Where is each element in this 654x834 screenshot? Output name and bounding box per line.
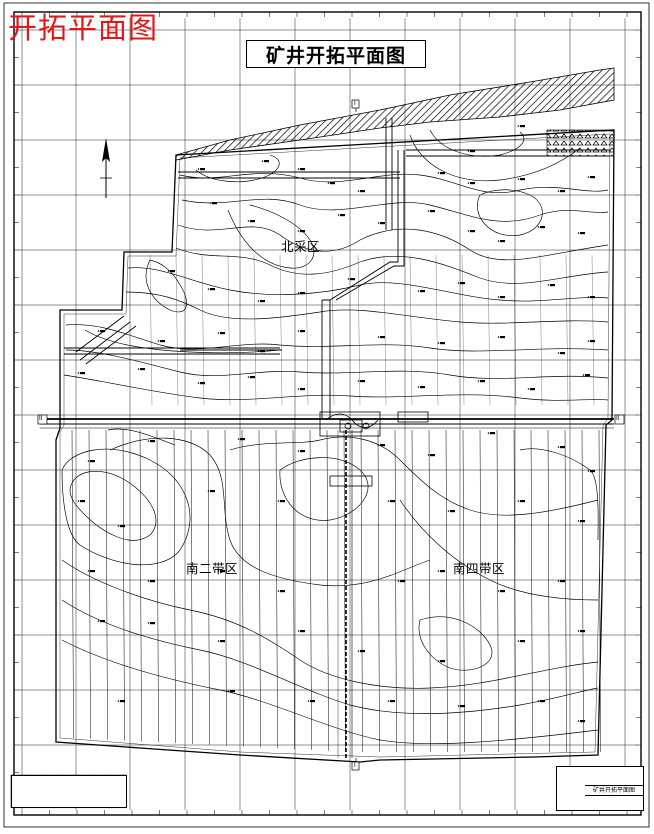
hatched-terrain xyxy=(175,67,615,161)
map-title: 矿井开拓平面图 xyxy=(246,40,426,68)
outer-frame xyxy=(3,2,650,828)
page-title: 开拓平面图 xyxy=(8,11,159,45)
section-markers xyxy=(37,99,625,771)
inner-frame xyxy=(13,11,642,816)
elevation-points xyxy=(77,125,595,723)
shaft-yard xyxy=(319,411,429,487)
zone-label-south-four: 南四带区 xyxy=(453,561,506,576)
section-mark-top: I xyxy=(354,100,356,107)
survey-hash-lines xyxy=(71,254,601,753)
north-workings xyxy=(64,118,610,418)
legend-box xyxy=(11,775,127,808)
mine-boundary xyxy=(55,129,615,763)
zone-label-south-two: 南二带区 xyxy=(186,561,239,576)
north-arrow-icon xyxy=(100,138,112,198)
contour-lines-south xyxy=(61,428,599,744)
title-block-name: 矿井开拓平面图 xyxy=(585,785,643,796)
boundary-inner-offset xyxy=(59,133,611,758)
zone-label-north: 北采区 xyxy=(281,239,321,254)
contour-lines xyxy=(63,129,609,401)
section-mark-bottom: I xyxy=(354,762,356,769)
section-mark-left: II xyxy=(39,415,43,422)
title-block: 矿井开拓平面图 xyxy=(556,766,644,811)
section-mark-right: II xyxy=(616,415,620,422)
